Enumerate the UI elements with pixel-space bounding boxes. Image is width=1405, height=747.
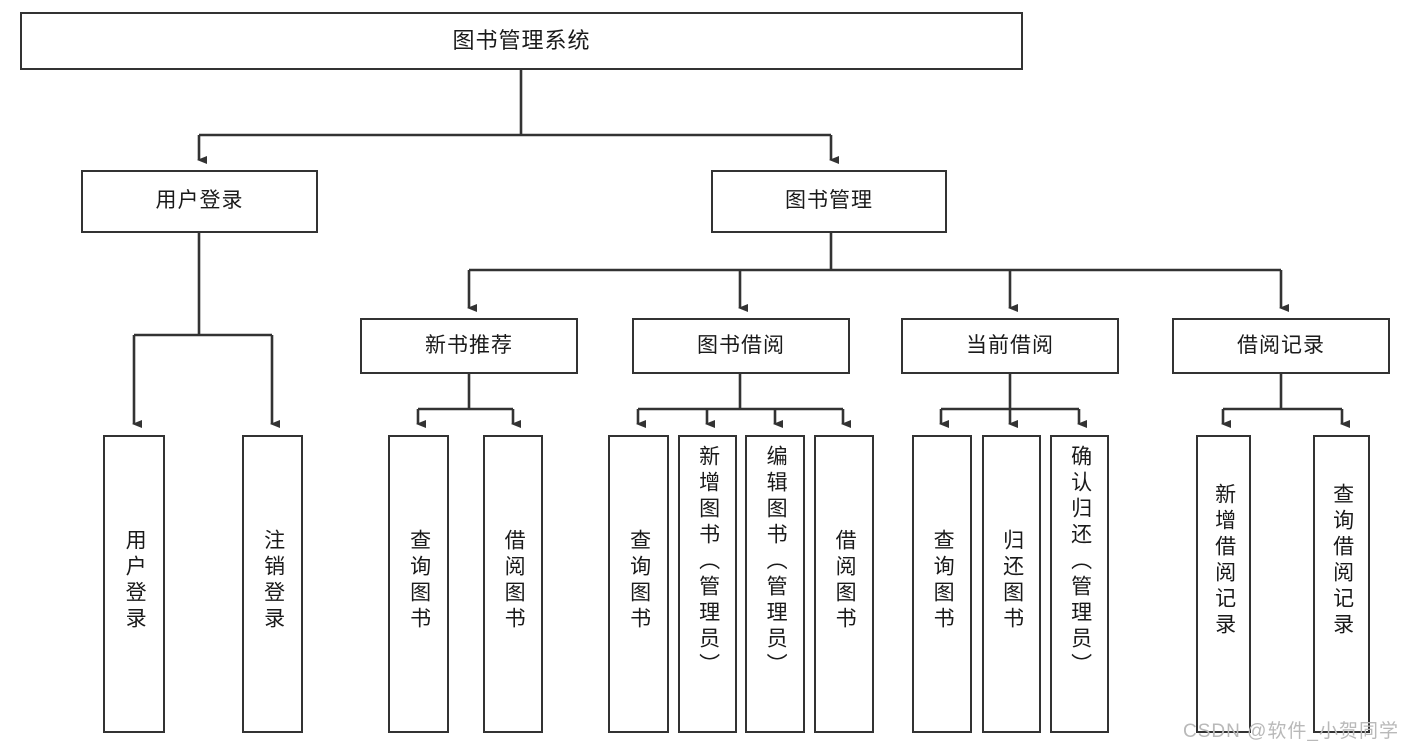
node-label: 新增图书（管理员） (696, 445, 720, 679)
node-label: 查询图书 (931, 529, 955, 633)
node-root-system[interactable]: 图书管理系统 (20, 12, 1023, 70)
node-label: 借阅图书 (833, 529, 857, 633)
node-label: 确认归还（管理员） (1068, 445, 1092, 679)
node-label: 用户登录 (155, 189, 244, 213)
node-current-borrow[interactable]: 当前借阅 (901, 318, 1119, 374)
node-label: 查询借阅记录 (1330, 483, 1354, 639)
leaf-query-book-borrow[interactable]: 查询图书 (608, 435, 669, 733)
node-label: 图书管理系统 (452, 28, 591, 54)
node-user-login[interactable]: 用户登录 (81, 170, 318, 233)
node-label: 借阅图书 (502, 529, 526, 633)
leaf-edit-book-admin[interactable]: 编辑图书（管理员） (745, 435, 805, 733)
node-label: 借阅记录 (1237, 333, 1325, 357)
node-label: 归还图书 (1000, 529, 1024, 633)
node-label: 新书推荐 (425, 333, 513, 357)
node-label: 查询图书 (627, 529, 651, 633)
leaf-query-book-current[interactable]: 查询图书 (912, 435, 972, 733)
node-new-book-recommendation[interactable]: 新书推荐 (360, 318, 578, 374)
leaf-user-login[interactable]: 用户登录 (103, 435, 165, 733)
leaf-borrow-book-newbook[interactable]: 借阅图书 (483, 435, 543, 733)
node-label: 编辑图书（管理员） (764, 445, 788, 679)
node-label: 当前借阅 (966, 333, 1054, 357)
node-label: 新增借阅记录 (1212, 483, 1236, 639)
leaf-borrow-book[interactable]: 借阅图书 (814, 435, 874, 733)
leaf-add-borrow-record[interactable]: 新增借阅记录 (1196, 435, 1251, 733)
leaf-query-borrow-record[interactable]: 查询借阅记录 (1313, 435, 1370, 733)
node-book-borrow[interactable]: 图书借阅 (632, 318, 850, 374)
node-label: 图书管理 (785, 189, 873, 213)
node-label: 注销登录 (261, 529, 285, 633)
leaf-return-book[interactable]: 归还图书 (982, 435, 1041, 733)
node-borrow-records[interactable]: 借阅记录 (1172, 318, 1390, 374)
node-label: 图书借阅 (697, 333, 785, 357)
leaf-logout[interactable]: 注销登录 (242, 435, 303, 733)
node-label: 用户登录 (123, 529, 147, 633)
leaf-confirm-return-admin[interactable]: 确认归还（管理员） (1050, 435, 1109, 733)
leaf-add-book-admin[interactable]: 新增图书（管理员） (678, 435, 737, 733)
node-book-management[interactable]: 图书管理 (711, 170, 947, 233)
leaf-query-book-newbook[interactable]: 查询图书 (388, 435, 449, 733)
node-label: 查询图书 (407, 529, 431, 633)
